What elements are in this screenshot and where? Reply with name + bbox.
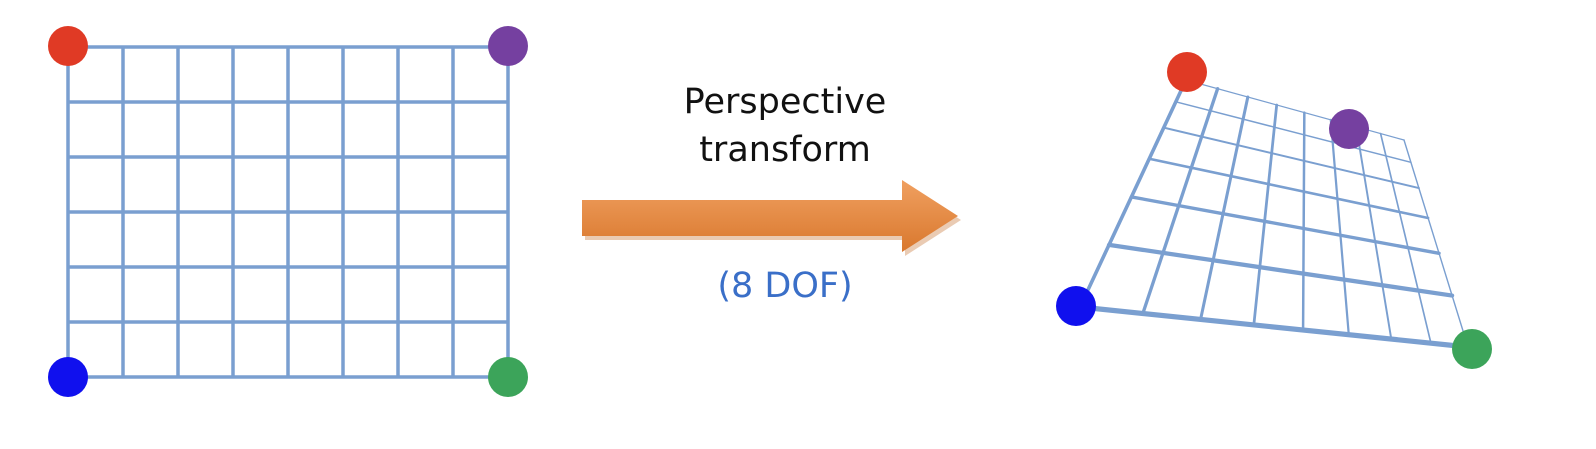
source-corner-point-bottom-right (488, 357, 528, 397)
warped-grid-vertical-line (1355, 125, 1393, 341)
warped-grid-horizontal-line (1162, 126, 1420, 190)
title-line-1: Perspective (683, 82, 887, 122)
arrow-body (582, 180, 958, 252)
warped-grid-vertical-line (1252, 103, 1279, 327)
warped-grid-vertical-line (1199, 95, 1250, 321)
warped-corner-points (1056, 52, 1492, 369)
warped-grid (1077, 78, 1471, 350)
warped-grid-horizontal-line (1147, 157, 1430, 220)
warped-grid-horizontal-line (1175, 101, 1412, 164)
source-corner-points (48, 26, 528, 397)
warped-corner-point-top-left (1167, 52, 1207, 92)
transform-title: Perspective transform (600, 78, 970, 174)
warped-corner-point-top-right (1329, 109, 1369, 149)
source-corner-point-bottom-left (48, 357, 88, 397)
warped-grid-vertical-line (1078, 78, 1188, 309)
title-line-2: transform (699, 130, 871, 170)
warped-grid-vertical-line (1301, 111, 1306, 332)
transform-arrow (582, 180, 961, 256)
warped-corner-point-bottom-left (1056, 286, 1096, 326)
source-grid (66, 45, 510, 379)
warped-grid-vertical-line (1329, 118, 1350, 336)
source-corner-point-top-right (488, 26, 528, 66)
warped-grid-horizontal-line (1077, 304, 1471, 350)
dof-label: (8 DOF) (717, 266, 853, 306)
warped-grid-vertical-line (1379, 132, 1432, 345)
warped-grid-horizontal-line (1106, 242, 1455, 298)
warped-grid-vertical-line (1403, 139, 1469, 348)
source-corner-point-top-left (48, 26, 88, 66)
warped-grid-horizontal-line (1185, 79, 1405, 141)
warped-corner-point-bottom-right (1452, 329, 1492, 369)
warped-grid-vertical-line (1141, 87, 1220, 316)
warped-grid-horizontal-line (1129, 195, 1441, 256)
